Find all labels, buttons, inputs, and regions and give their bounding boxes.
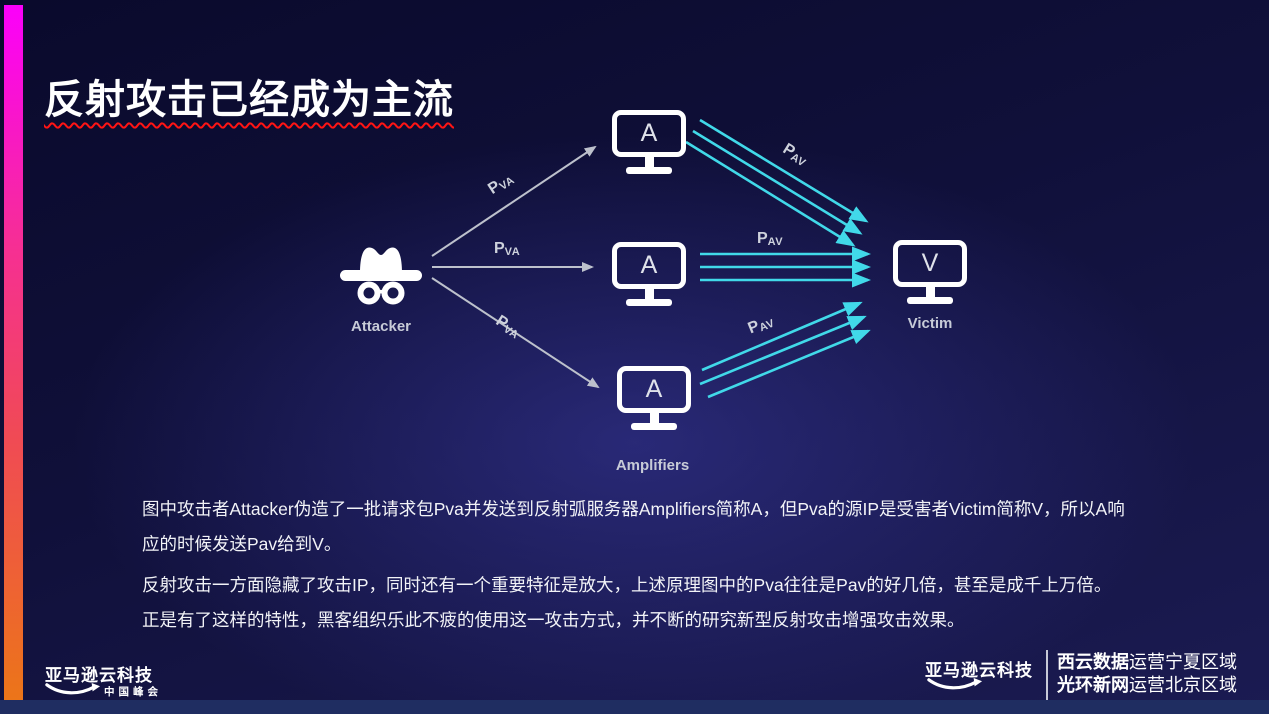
attacker-label: Attacker	[350, 318, 412, 335]
amplifier-node-letter: A	[640, 119, 658, 147]
accent-gradient-stripe	[4, 5, 23, 700]
packet-label-pva: PVA	[492, 312, 521, 342]
slide-title: 反射攻击已经成为主流	[44, 77, 454, 122]
packet-label-pva: PVA	[494, 240, 521, 258]
amplifiers-label: Amplifiers	[615, 457, 690, 474]
response-arrow	[707, 329, 871, 399]
footer-operators: 西云数据运营宁夏区域 光环新网运营北京区域	[1057, 651, 1237, 696]
body-text: 图中攻击者Attacker伪造了一批请求包Pva并发送到反射弧服务器Amplif…	[142, 492, 1125, 644]
paragraph-line: 正是有了这样的特性，黑客组织乐此不疲的使用这一攻击方式，并不断的研究新型反射攻击…	[142, 610, 965, 630]
amplifier-monitor-icon: A	[612, 110, 686, 174]
footer-left-brand: 亚马逊云科技	[45, 666, 153, 685]
footer-divider	[1046, 650, 1048, 702]
packet-label-pav: PAV	[779, 140, 808, 170]
paragraph-line: 图中攻击者Attacker伪造了一批请求包Pva并发送到反射弧服务器Amplif…	[142, 499, 1125, 519]
amplifier-node-letter: A	[640, 251, 658, 279]
victim-node-letter: V	[921, 249, 939, 277]
response-arrow	[699, 315, 867, 386]
footer-left-tagline: 中国峰会	[104, 686, 162, 698]
response-arrows	[685, 118, 871, 399]
paragraph-line: 反射攻击一方面隐藏了攻击IP，同时还有一个重要特征是放大，上述原理图中的Pva往…	[142, 575, 1112, 595]
amazon-smile-icon	[45, 682, 101, 695]
victim-monitor-icon: V	[893, 240, 967, 304]
operator-line: 光环新网运营北京区域	[1057, 674, 1237, 695]
paragraph-line: 应的时候发送Pav给到V。	[142, 534, 342, 554]
amplifier-node-letter: A	[645, 375, 663, 403]
packet-label-pva: PVA	[485, 174, 517, 198]
paragraph: 反射攻击一方面隐藏了攻击IP，同时还有一个重要特征是放大，上述原理图中的Pva往…	[142, 568, 1125, 638]
packet-label-pav: PAV	[745, 317, 777, 338]
attacker-incognito-icon	[340, 247, 422, 305]
operator-line: 西云数据运营宁夏区域	[1057, 652, 1237, 672]
paragraph: 图中攻击者Attacker伪造了一批请求包Pva并发送到反射弧服务器Amplif…	[142, 492, 1125, 562]
footer-right-brand: 亚马逊云科技	[925, 661, 1033, 680]
amplifier-monitor-icon: A	[612, 242, 686, 306]
response-arrow	[692, 129, 863, 235]
response-arrow	[699, 118, 869, 223]
amazon-smile-icon	[927, 677, 983, 690]
packet-label-pav: PAV	[757, 230, 784, 248]
bottom-edge-bar	[0, 700, 1269, 714]
amplifier-monitor-icon: A	[617, 366, 691, 430]
response-arrow	[701, 301, 863, 372]
victim-label: Victim	[907, 315, 953, 332]
